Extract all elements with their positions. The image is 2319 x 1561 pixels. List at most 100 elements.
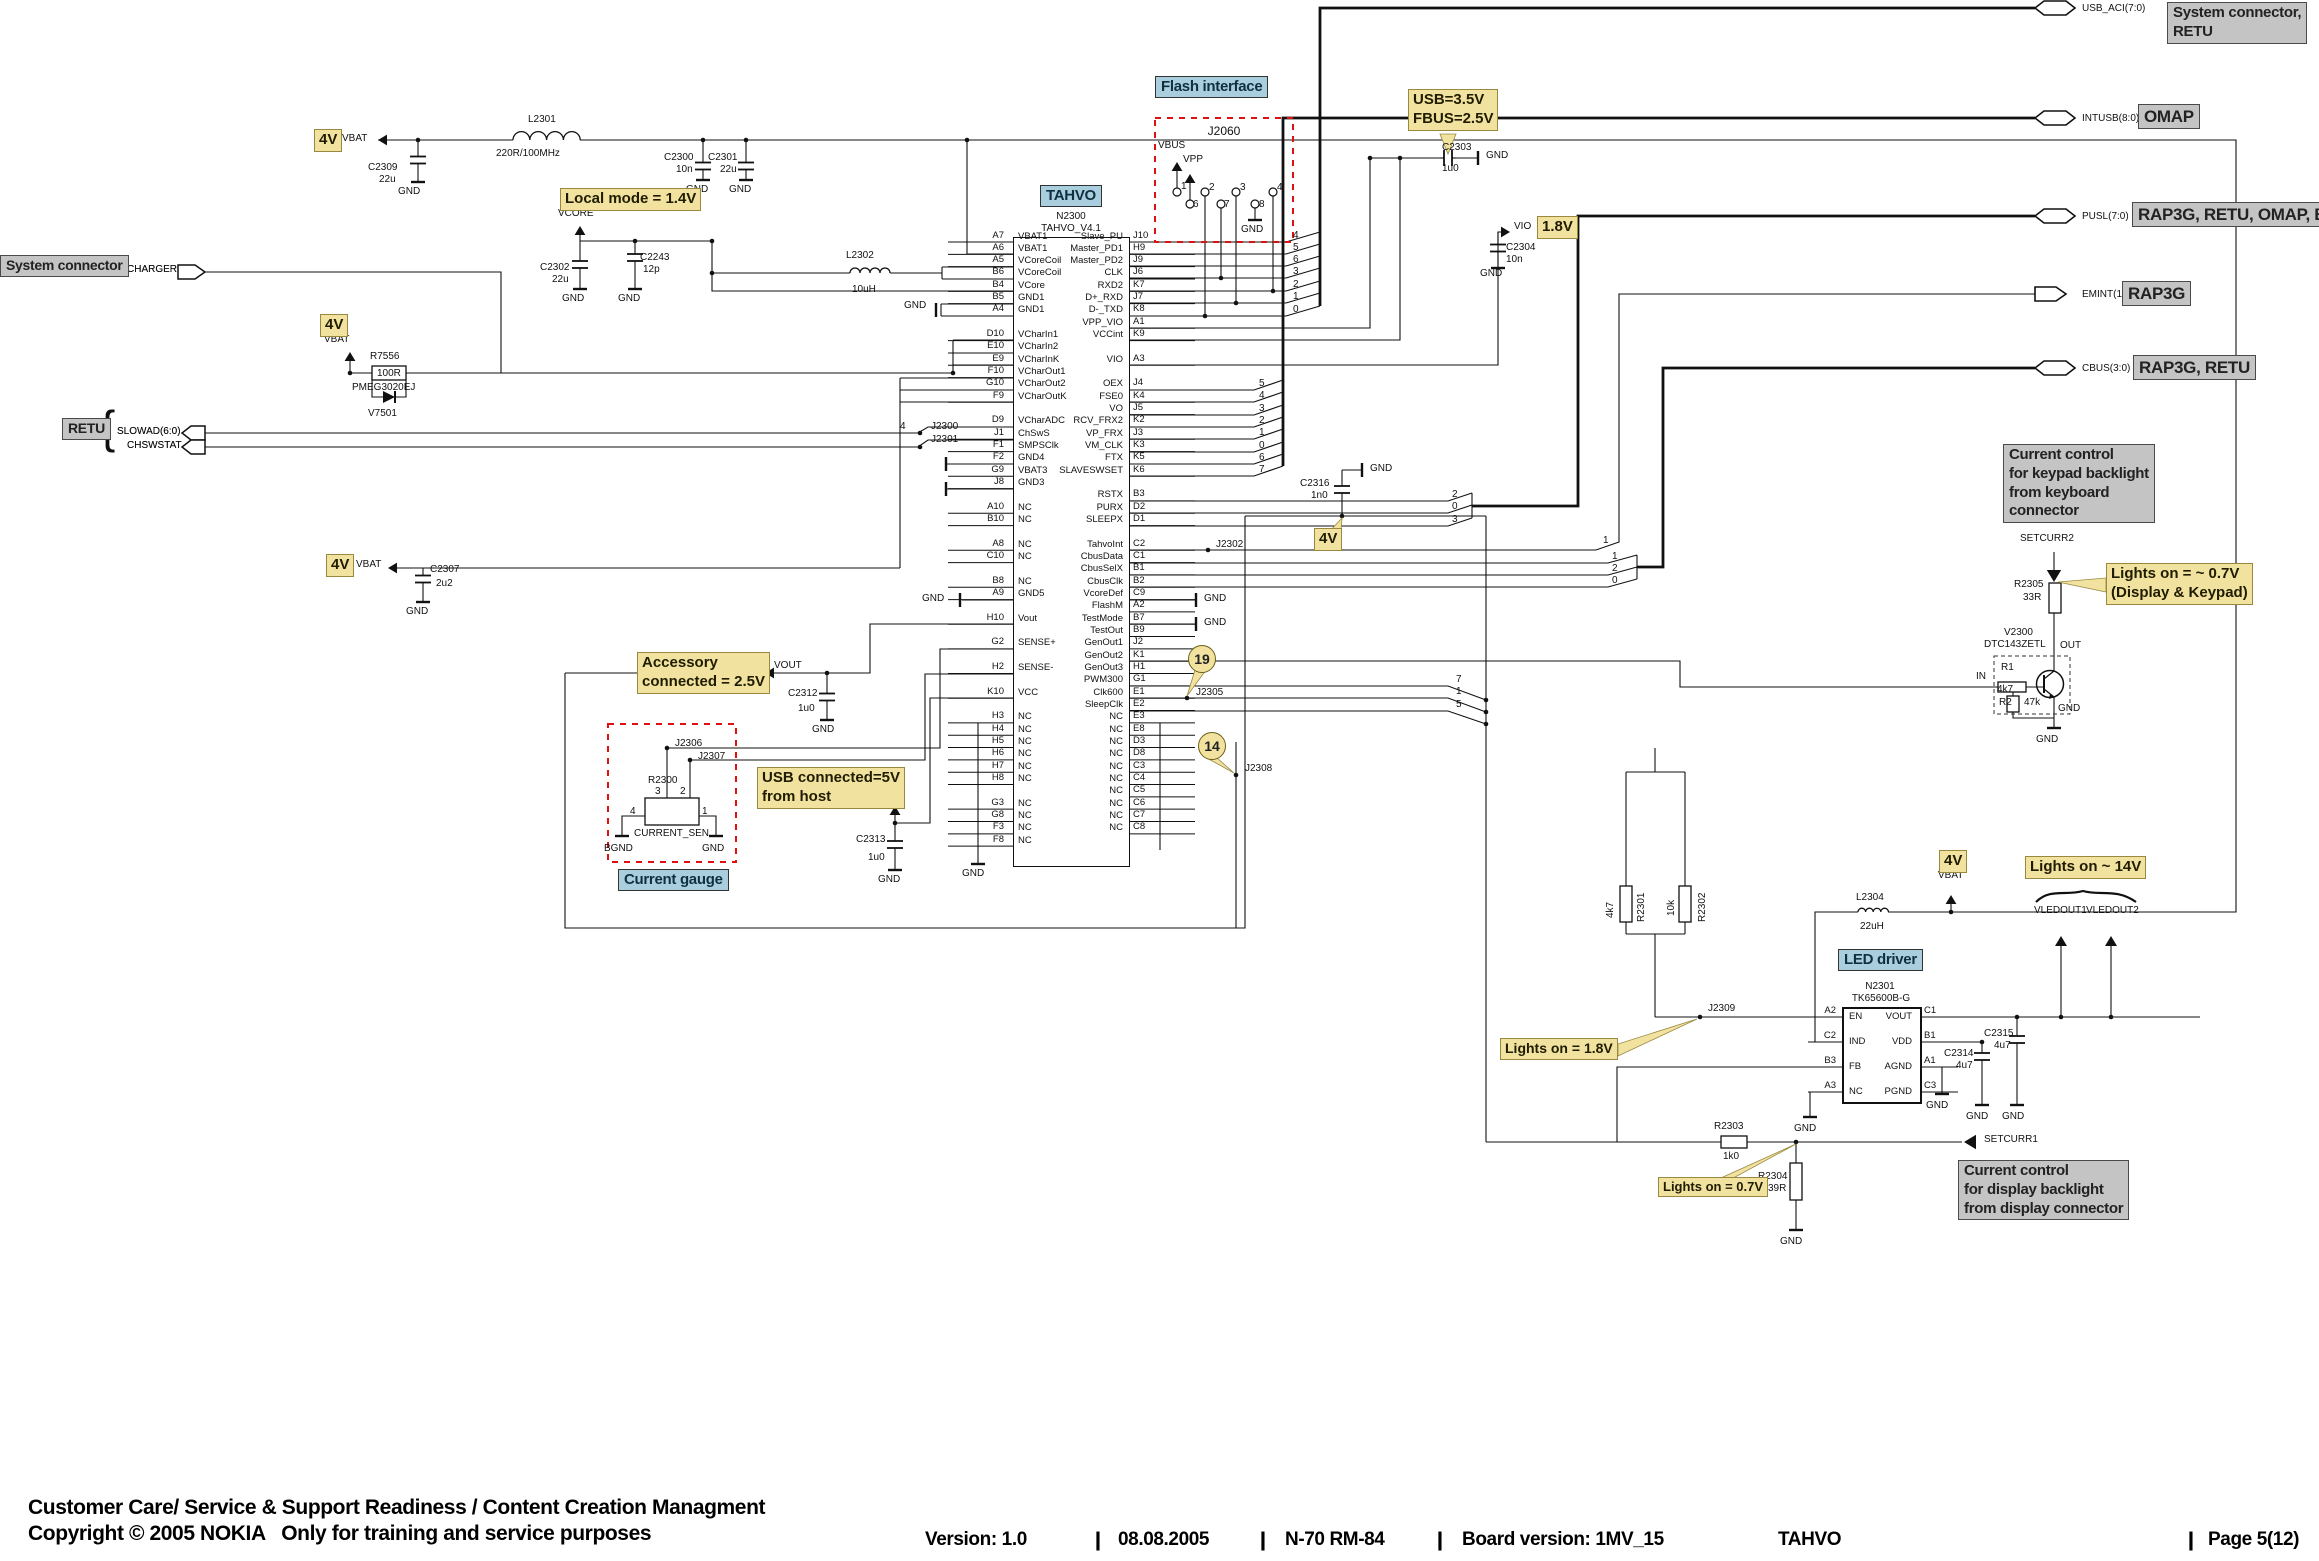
schematic-label: 0 [1612, 575, 1618, 586]
pin-ball-J7: J7 [1133, 291, 1144, 303]
junction-dot [687, 757, 693, 763]
schematic-label: 10n [1506, 254, 1523, 265]
led-pin-ball-A2: A2 [1824, 1004, 1836, 1016]
schematic-label: J2302 [1216, 539, 1244, 550]
wire [699, 815, 717, 836]
schematic-label: 6 [1193, 199, 1199, 210]
schematic-label: J2301 [931, 434, 959, 445]
pin-ball-C6: C6 [1133, 796, 1146, 808]
junction-dot [2058, 1014, 2064, 1020]
schematic-label: VBAT [356, 559, 382, 570]
schematic-label: 1 [1181, 181, 1187, 192]
wire [1128, 517, 1473, 527]
pin-name-F10: VCharOut1 [1018, 366, 1066, 378]
schematic-label: 3 [1259, 403, 1265, 414]
pin-ball-B8: B8 [992, 574, 1004, 586]
schematic-label: IN [1976, 671, 1986, 682]
note-l14: Lights on ~ 14V [2025, 856, 2147, 879]
schematic-label: VBAT [1938, 870, 1964, 881]
chswstat-port-arrow [180, 439, 206, 455]
pin-ball-F8: F8 [992, 833, 1004, 845]
junction-dot [1270, 288, 1276, 294]
pin-name-D9: VCharADC [1018, 415, 1065, 427]
led-pin-ball-A1: A1 [1924, 1054, 1936, 1066]
pin-ball-C2: C2 [1133, 537, 1146, 549]
wire [690, 673, 1013, 761]
pin-name-J6: CLK [1104, 267, 1123, 279]
transistor-symbol [2043, 670, 2055, 680]
schematic-label: C2307 [430, 564, 460, 575]
pin-name-G3: NC [1018, 797, 1032, 809]
resistor-symbol [1720, 1135, 1748, 1149]
port-name-2: PUSL(7:0) [2082, 211, 2129, 222]
schematic-label: V7501 [368, 408, 397, 419]
current-gauge-dashed-box [607, 723, 737, 863]
wire [1128, 293, 2035, 551]
wire [1128, 710, 1487, 725]
wire [1128, 416, 1284, 428]
schematic-label: 4 [1277, 182, 1283, 193]
j2060-ref: J2060 [1207, 124, 1241, 138]
schematic-label: R2 [1999, 697, 2012, 708]
pin-name-B3: RSTX [1097, 489, 1123, 501]
led-pin-name-B1: VDD [1891, 1036, 1912, 1047]
tahvo-chip-body [1013, 237, 1130, 867]
wire [966, 140, 1013, 255]
port-dest-3: RAP3G [2122, 281, 2192, 307]
callout-wedge [1617, 1018, 1698, 1057]
schematic-label: R2303 [1714, 1121, 1744, 1132]
schematic-label: 3 [1240, 182, 1246, 193]
bus-port-hexagon [2033, 110, 2077, 126]
blue-title-0: TAHVO [1040, 185, 1102, 207]
schematic-label: 2u2 [436, 578, 453, 589]
pin-ball-A9: A9 [992, 587, 1004, 599]
wire [205, 426, 1013, 434]
pin-name-K1: GenOut2 [1084, 649, 1123, 661]
footer-sep2: ❙ [1255, 1530, 1271, 1551]
schematic-label: 7 [1224, 199, 1230, 210]
resistor-symbol [1789, 1162, 1803, 1201]
junction-dot [964, 137, 970, 143]
note-kp07: Lights on = ~ 0.7V (Display & Keypad) [2106, 563, 2253, 605]
note-usb5: USB connected=5V from host [757, 767, 905, 809]
schematic-label: R2302 [1697, 892, 1708, 922]
pin-ball-B1: B1 [1133, 562, 1145, 574]
vbus-arrow [889, 806, 901, 815]
resistor-symbol [1997, 681, 2027, 693]
pin-name-B2: CbusClk [1087, 575, 1123, 587]
pin-ball-E8: E8 [1133, 722, 1145, 734]
footer-version: Version: 1.0 [925, 1529, 1027, 1550]
pin-ball-F9: F9 [992, 389, 1004, 401]
junction-dot [2108, 1014, 2114, 1020]
wire [1616, 1066, 1842, 1142]
pin-name-C1: CbusData [1080, 551, 1123, 563]
schematic-label: SLOWAD(6:0) [117, 426, 181, 437]
schematic-label: 4 [900, 421, 906, 432]
schematic-label: SETCURR1 [1984, 1134, 2038, 1145]
pin-name-J4: OEX [1102, 378, 1123, 390]
schematic-label: C2301 [708, 152, 738, 163]
schematic-label: 4 [1259, 390, 1265, 401]
schematic-label: 4 [630, 806, 636, 817]
pin-ball-K7: K7 [1133, 278, 1145, 290]
pin-ball-E1: E1 [1133, 685, 1145, 697]
led-pin-name-B3: FB [1849, 1061, 1862, 1072]
junction-dot [824, 670, 830, 676]
wire [895, 697, 1013, 824]
schematic-label: 22u [379, 174, 396, 185]
connector-pin-circle [1216, 199, 1226, 209]
note-l07: Lights on = 0.7V [1658, 1177, 1769, 1198]
pin-ball-E9: E9 [992, 352, 1004, 364]
wire [1128, 267, 1321, 279]
led-pin-name-A3: NC [1849, 1086, 1863, 1097]
schematic-label: C2314 [1944, 1048, 1974, 1059]
gray-note-2: Current control for keypad backlight fro… [2003, 444, 2155, 523]
pin-name-A3: VIO [1106, 353, 1123, 365]
schematic-label: 4k7 [1997, 684, 2014, 695]
wire [1128, 379, 1284, 391]
pin-ball-H4: H4 [991, 722, 1004, 734]
schematic-label: GND [729, 184, 752, 195]
connector-pin-circle [1185, 199, 1195, 209]
pin-ball-B7: B7 [1133, 611, 1145, 623]
